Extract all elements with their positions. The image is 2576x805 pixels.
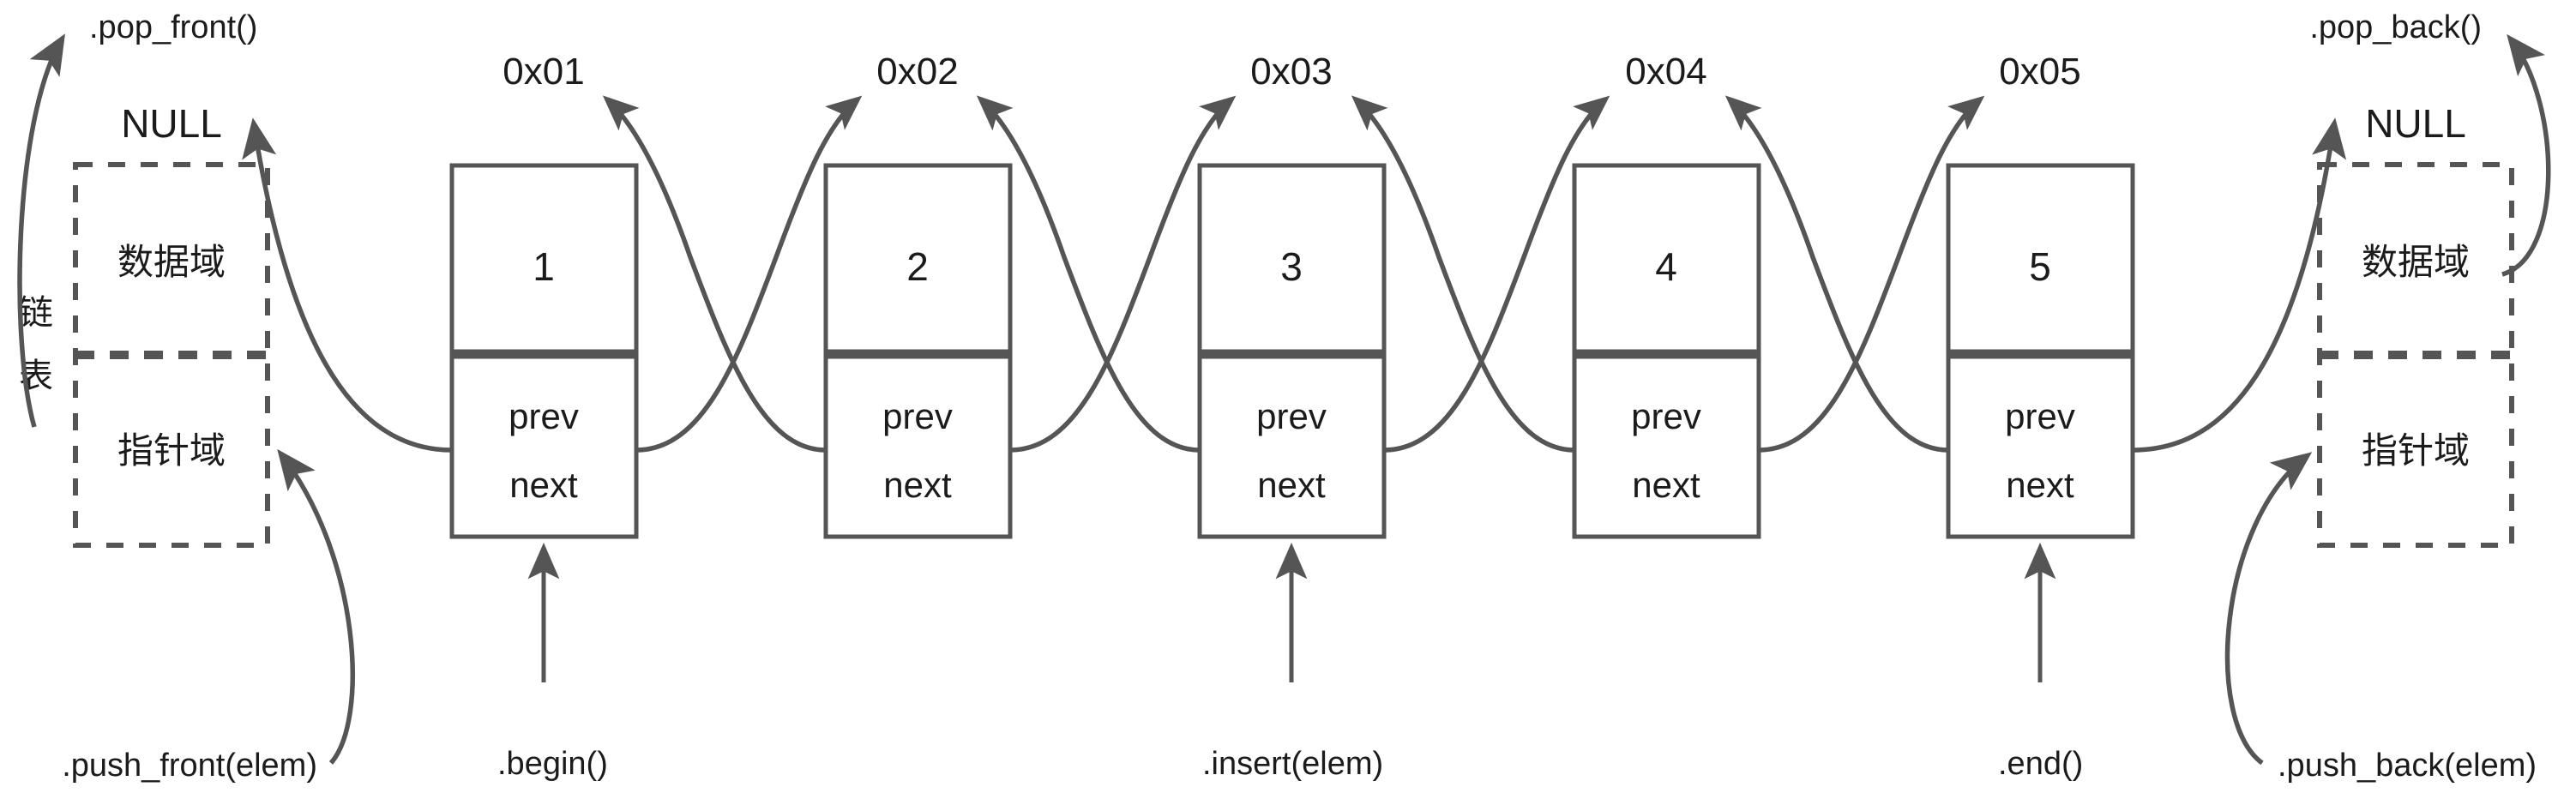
node-4-next-label: next	[1632, 465, 1700, 505]
link-node4-prev-to-0x03	[1351, 95, 1575, 453]
node-5-value: 5	[2029, 244, 2051, 289]
sentinel-tail-data-field: 数据域	[2362, 241, 2470, 283]
node-2-address: 0x02	[876, 51, 958, 93]
sentinel-head: 数据域 指针域 NULL	[73, 101, 270, 548]
arrow-pop-front	[17, 33, 65, 428]
arrow-push-back	[2224, 452, 2313, 766]
link-node2-next-to-0x03	[1009, 95, 1237, 453]
list-node-2: 0x02 2 prev next	[823, 51, 1013, 539]
list-node-1: 0x01 1 prev next	[449, 51, 639, 539]
sentinel-tail: 数据域 指针域 NULL	[2317, 101, 2514, 548]
link-node4-next-to-0x05	[1758, 95, 1985, 453]
arrow-push-front	[277, 448, 355, 765]
link-node5-next-to-null	[2132, 117, 2347, 453]
sentinel-tail-box	[2317, 162, 2514, 548]
link-node3-next-to-0x04	[1383, 95, 1610, 453]
link-node2-prev-to-0x01	[602, 95, 827, 453]
sentinel-head-data-field: 数据域	[117, 241, 226, 283]
sentinel-tail-null-label: NULL	[2365, 101, 2466, 146]
node-4-value: 4	[1655, 244, 1677, 289]
sentinel-head-box	[73, 162, 270, 548]
node-3-next-label: next	[1257, 465, 1326, 505]
label-pop-back: .pop_back()	[2309, 9, 2482, 45]
list-node-4: 0x04 4 prev next	[1572, 51, 1761, 539]
list-node-3: 0x03 3 prev next	[1197, 51, 1387, 539]
label-push-back: .push_back(elem)	[2278, 748, 2537, 784]
node-4-address: 0x04	[1625, 51, 1706, 93]
link-node1-prev-to-null	[242, 117, 453, 453]
node-2-value: 2	[906, 244, 929, 289]
link-node1-next-to-0x02	[635, 95, 863, 453]
node-1-address: 0x01	[503, 51, 584, 93]
label-begin: .begin()	[497, 746, 608, 782]
node-5-prev-label: prev	[2005, 396, 2075, 436]
chain-table-label-char-0: 链	[19, 293, 53, 333]
node-1-next-label: next	[509, 465, 578, 505]
label-pop-front: .pop_front()	[89, 9, 257, 45]
node-3-prev-label: prev	[1256, 396, 1327, 436]
link-node5-prev-to-0x04	[1724, 95, 1949, 453]
node-5-address: 0x05	[1999, 51, 2080, 93]
node-5-next-label: next	[2006, 465, 2074, 505]
node-2-prev-label: prev	[882, 396, 953, 436]
node-1-value: 1	[533, 244, 555, 289]
arrow-pop-back	[2501, 33, 2551, 277]
sentinel-head-null-label: NULL	[121, 101, 222, 146]
link-node3-prev-to-0x02	[976, 95, 1201, 453]
node-4-prev-label: prev	[1631, 396, 1701, 436]
sentinel-head-pointer-field: 指针域	[117, 430, 226, 472]
sentinel-tail-pointer-field: 指针域	[2362, 430, 2470, 472]
label-push-front: .push_front(elem)	[62, 748, 317, 784]
node-1-prev-label: prev	[509, 396, 579, 436]
node-3-address: 0x03	[1250, 51, 1332, 93]
label-end: .end()	[1998, 746, 2083, 782]
list-node-5: 0x05 5 prev next	[1946, 51, 2135, 539]
label-insert: .insert(elem)	[1202, 746, 1383, 782]
node-2-next-label: next	[883, 465, 952, 505]
node-3-value: 3	[1280, 244, 1303, 289]
